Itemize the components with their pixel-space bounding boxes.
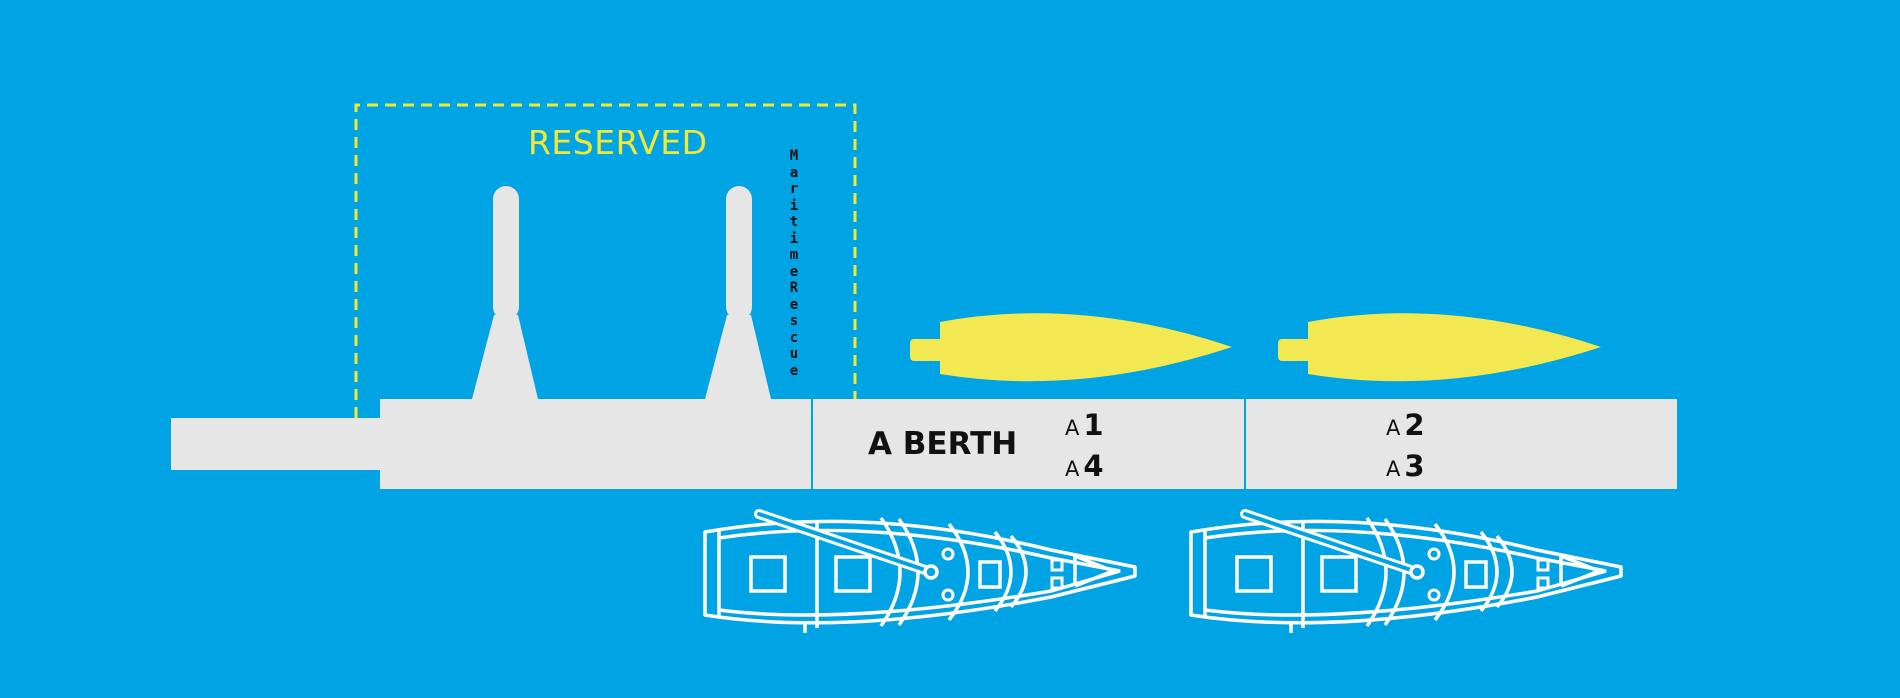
pontoon-berth-section-1 <box>813 399 1244 489</box>
davit-icon <box>705 186 771 399</box>
reserved-zone-outline <box>354 103 857 418</box>
rowboat-icon <box>705 514 1135 633</box>
rowboat-icon <box>1191 514 1621 633</box>
kayak-icon <box>910 313 1232 382</box>
slot-prefix: A <box>1386 416 1401 440</box>
berth-title: A BERTH <box>868 426 1018 462</box>
pontoon-reserved-section <box>380 399 811 489</box>
maritime-rescue-label: Maritime Rescue <box>789 148 807 379</box>
slot-number: 2 <box>1404 408 1425 442</box>
slot-prefix: A <box>1065 457 1080 481</box>
slot-prefix: A <box>1065 416 1080 440</box>
kayak-icon <box>1278 313 1601 382</box>
slot-prefix: A <box>1386 457 1401 481</box>
davit-icon <box>472 186 538 399</box>
access-walkway <box>171 418 381 470</box>
slot-number: 1 <box>1083 408 1104 442</box>
slot-number: 4 <box>1083 449 1104 483</box>
reserved-label: RESERVED <box>528 123 708 162</box>
slot-number: 3 <box>1404 449 1425 483</box>
pontoon-berth-section-2 <box>1246 399 1677 489</box>
